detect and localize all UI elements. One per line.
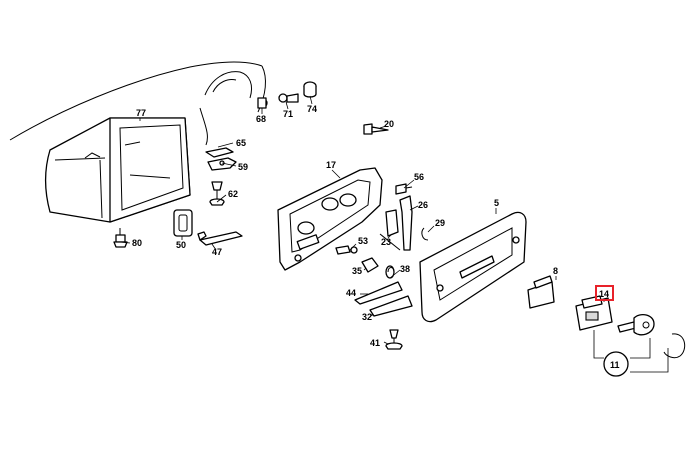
glove-box-part: [44, 117, 191, 223]
set-11-circle: [603, 351, 629, 377]
screw-20-part: [363, 123, 389, 135]
fasteners-top: [257, 81, 317, 109]
latch-mechanism: [379, 183, 429, 251]
label-80[interactable]: 80: [132, 238, 142, 248]
label-5[interactable]: 5: [494, 198, 499, 208]
label-14[interactable]: 14: [599, 289, 609, 299]
label-68[interactable]: 68: [256, 114, 266, 124]
key-part: [617, 313, 655, 336]
label-47[interactable]: 47: [212, 247, 222, 257]
panel-17-part: [277, 167, 383, 271]
label-44[interactable]: 44: [346, 288, 356, 298]
label-56[interactable]: 56: [414, 172, 424, 182]
screw-80-part: [113, 228, 128, 248]
highlight-box-14[interactable]: [595, 285, 614, 301]
set-11-bracket: [593, 330, 669, 373]
label-32[interactable]: 32: [362, 312, 372, 322]
latch-8-part: [527, 275, 555, 309]
clip-50-part: [173, 209, 193, 237]
label-8[interactable]: 8: [553, 266, 558, 276]
label-59[interactable]: 59: [238, 162, 248, 172]
leader-lines: [119, 95, 605, 345]
label-65[interactable]: 65: [236, 138, 246, 148]
label-20[interactable]: 20: [384, 119, 394, 129]
label-23[interactable]: 23: [381, 237, 391, 247]
label-26[interactable]: 26: [418, 200, 428, 210]
door-panel-5-part: [419, 211, 527, 323]
small-parts-center: [335, 245, 395, 279]
dashboard-outline: [9, 61, 266, 146]
label-53[interactable]: 53: [358, 236, 368, 246]
label-62[interactable]: 62: [228, 189, 238, 199]
label-11[interactable]: 11: [610, 360, 620, 370]
label-71[interactable]: 71: [283, 109, 293, 119]
label-50[interactable]: 50: [176, 240, 186, 250]
lock-cylinder-14-part: [575, 295, 613, 331]
rod-47-part: [197, 231, 243, 246]
key-ring-part: [663, 333, 686, 359]
label-41[interactable]: 41: [370, 338, 380, 348]
label-35[interactable]: 35: [352, 266, 362, 276]
callout-labels: 77 65 59 62 80 50 47 68 71 74 20 17 56 2…: [132, 104, 620, 370]
label-29[interactable]: 29: [435, 218, 445, 228]
label-77[interactable]: 77: [136, 108, 146, 118]
label-38[interactable]: 38: [400, 264, 410, 274]
label-74[interactable]: 74: [307, 104, 317, 114]
lower-small-parts: [354, 281, 413, 350]
label-17[interactable]: 17: [326, 160, 336, 170]
